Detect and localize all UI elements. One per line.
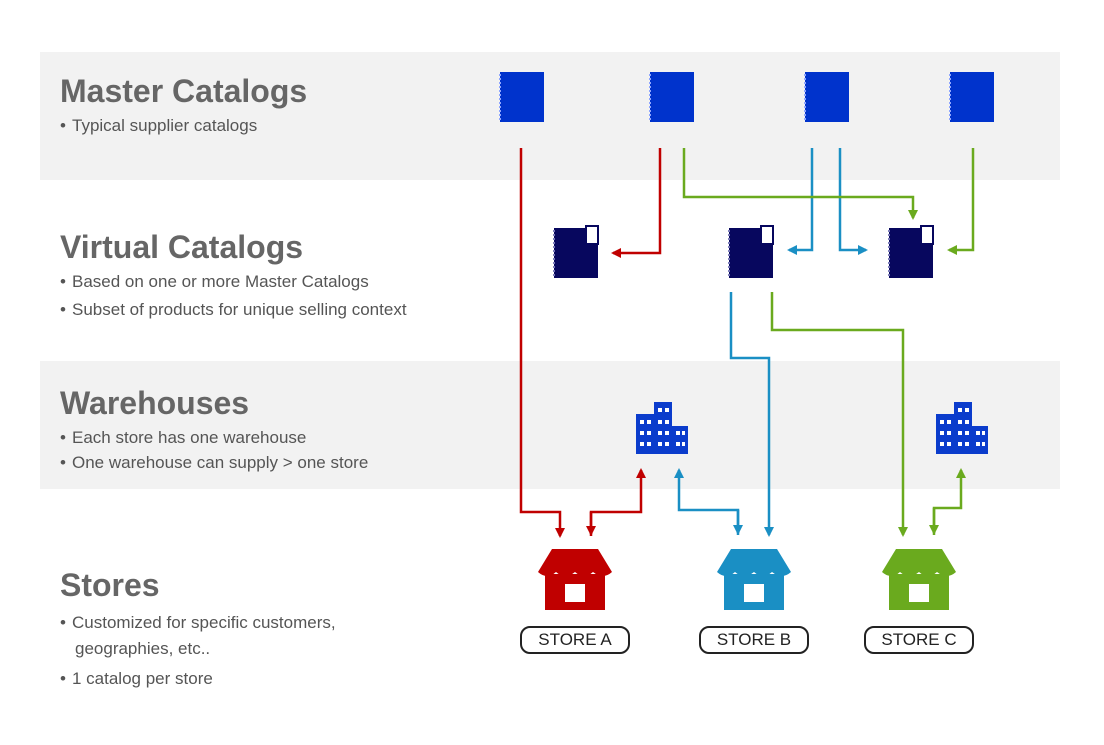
store-a-label: STORE A	[520, 626, 630, 654]
blue-flow-store-b-to-warehouse1	[674, 468, 740, 535]
store-a-icon	[538, 549, 612, 610]
stores-bullet-1-cont: geographies, etc..	[75, 639, 211, 658]
store-c-label: STORE C	[864, 626, 974, 654]
red-flow-store-a-to-warehouse1	[589, 468, 646, 536]
virtual-catalog-icon-1	[553, 225, 599, 278]
green-flow-master2-to-virtual3	[682, 148, 918, 220]
master-catalog-icon-3	[804, 72, 849, 122]
master-catalogs-title: Master Catalogs	[60, 73, 308, 109]
store-c-icon	[882, 549, 956, 610]
virtual-catalogs-title: Virtual Catalogs	[60, 229, 304, 265]
master-catalogs-band	[40, 52, 1060, 180]
warehouses-bullet-2: •One warehouse can supply > one store	[60, 453, 369, 472]
master-catalog-icon-1	[499, 72, 544, 122]
master-bullet-1: •Typical supplier catalogs	[60, 116, 258, 135]
warehouse-icon-1	[636, 402, 688, 454]
warehouses-bullet-1: •Each store has one warehouse	[60, 428, 307, 447]
stores-bullet-2: •1 catalog per store	[60, 669, 213, 688]
stores-title: Stores	[60, 567, 160, 603]
master-catalog-icon-2	[649, 72, 694, 122]
master-catalog-icon-4	[949, 72, 994, 122]
warehouses-title: Warehouses	[60, 385, 250, 421]
virtual-bullet-1: •Based on one or more Master Catalogs	[60, 272, 369, 291]
green-flow-virtual2-to-store-c	[770, 292, 908, 537]
store-b-label: STORE B	[699, 626, 809, 654]
blue-flow-virtual2-to-store-b	[729, 292, 774, 537]
virtual-catalog-icon-2	[728, 225, 774, 278]
warehouse-icon-2	[936, 402, 988, 454]
red-flow-master1-to-store-a	[519, 148, 565, 538]
virtual-catalog-icon-3	[888, 225, 934, 278]
green-flow-store-c-to-warehouse2	[932, 468, 966, 535]
stores-bullet-1: •Customized for specific customers,	[60, 613, 336, 632]
virtual-bullet-2: •Subset of products for unique selling c…	[60, 300, 407, 319]
warehouses-band	[40, 361, 1060, 489]
green-flow-master4-to-virtual3	[947, 148, 975, 255]
blue-flow-master3-to-virtual2	[787, 148, 814, 255]
red-flow-master2-to-virtual1	[611, 148, 662, 258]
store-b-icon	[717, 549, 791, 610]
blue-flow-master3b-to-virtual3	[838, 148, 868, 255]
